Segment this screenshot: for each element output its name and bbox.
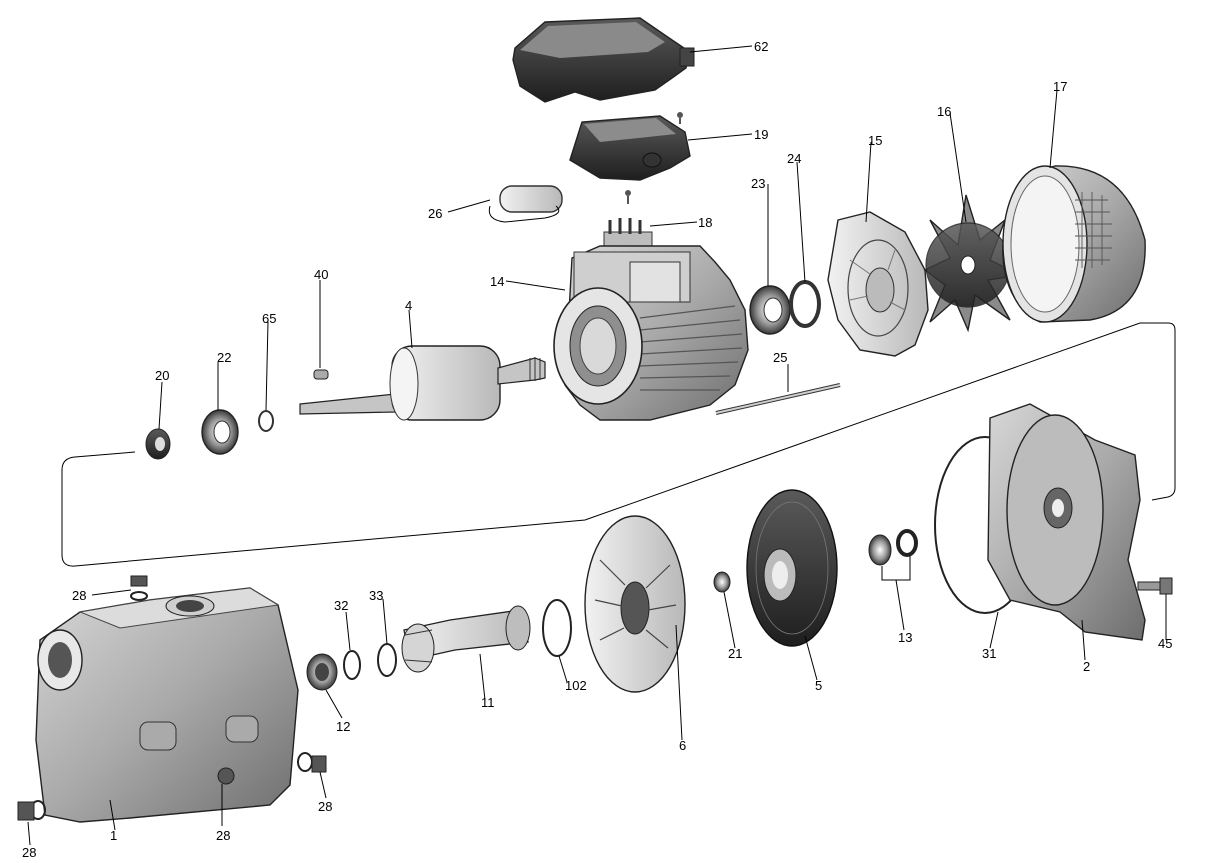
leader-lines	[27, 45, 1167, 846]
label-62: 62	[754, 39, 768, 54]
plug-side-right	[297, 752, 327, 773]
wave-washer	[789, 280, 821, 328]
drain-screw	[1137, 577, 1173, 595]
mechanical-seal	[868, 529, 918, 566]
label-19: 19	[754, 127, 768, 142]
label-45: 45	[1158, 636, 1172, 651]
o-ring-nozzle	[343, 650, 361, 680]
cooling-fan	[923, 194, 1023, 333]
circlip	[258, 410, 274, 432]
ejector-venturi	[401, 605, 531, 673]
label-20: 20	[155, 368, 169, 383]
label-102: 102	[565, 678, 587, 693]
terminal-box-cover	[512, 17, 695, 103]
pump-body	[35, 587, 299, 823]
impeller	[746, 489, 838, 647]
pump-bracket	[987, 403, 1146, 641]
label-24: 24	[787, 151, 801, 166]
label-14: 14	[490, 274, 504, 289]
bearing-rear	[749, 285, 791, 335]
label-4: 4	[405, 298, 412, 313]
label-28-right: 28	[318, 799, 332, 814]
capacitor	[488, 185, 563, 223]
assembly-connector-lines	[61, 322, 1176, 567]
label-13: 13	[898, 630, 912, 645]
impeller-nut	[713, 571, 731, 593]
label-1: 1	[110, 828, 117, 843]
nozzle	[306, 653, 338, 691]
rotor-shaft	[299, 345, 546, 421]
o-ring-diffuser	[542, 599, 572, 657]
label-12: 12	[336, 719, 350, 734]
part-number-labels: 62 19 26 18 14 23 24 15 16 17 40 4 65 22…	[22, 39, 1172, 860]
motor-housing	[553, 245, 749, 421]
rear-end-cover	[827, 211, 929, 357]
bearing-front	[201, 409, 239, 455]
label-6: 6	[679, 738, 686, 753]
diffuser	[584, 515, 686, 693]
label-23: 23	[751, 176, 765, 191]
label-28-top: 28	[72, 588, 86, 603]
o-ring-ejector	[377, 643, 397, 677]
label-65: 65	[262, 311, 276, 326]
label-5: 5	[815, 678, 822, 693]
shaft-key	[313, 369, 329, 380]
label-28-left: 28	[22, 845, 36, 860]
label-16: 16	[937, 104, 951, 119]
plug-top	[130, 575, 148, 601]
plug-bottom-left	[17, 800, 46, 821]
terminal-box-base	[569, 112, 691, 204]
label-15: 15	[868, 133, 882, 148]
label-17: 17	[1053, 79, 1067, 94]
tie-rod	[715, 383, 841, 415]
label-2: 2	[1083, 659, 1090, 674]
label-25: 25	[773, 350, 787, 365]
fan-cover	[1002, 165, 1146, 323]
seal-cap	[145, 428, 171, 460]
label-22: 22	[217, 350, 231, 365]
label-26: 26	[428, 206, 442, 221]
label-31: 31	[982, 646, 996, 661]
label-11: 11	[481, 695, 495, 710]
label-21: 21	[728, 646, 742, 661]
label-40: 40	[314, 267, 328, 282]
label-18: 18	[698, 215, 712, 230]
label-32: 32	[334, 598, 348, 613]
label-28-bottom: 28	[216, 828, 230, 843]
terminal-block	[603, 218, 653, 251]
label-33: 33	[369, 588, 383, 603]
